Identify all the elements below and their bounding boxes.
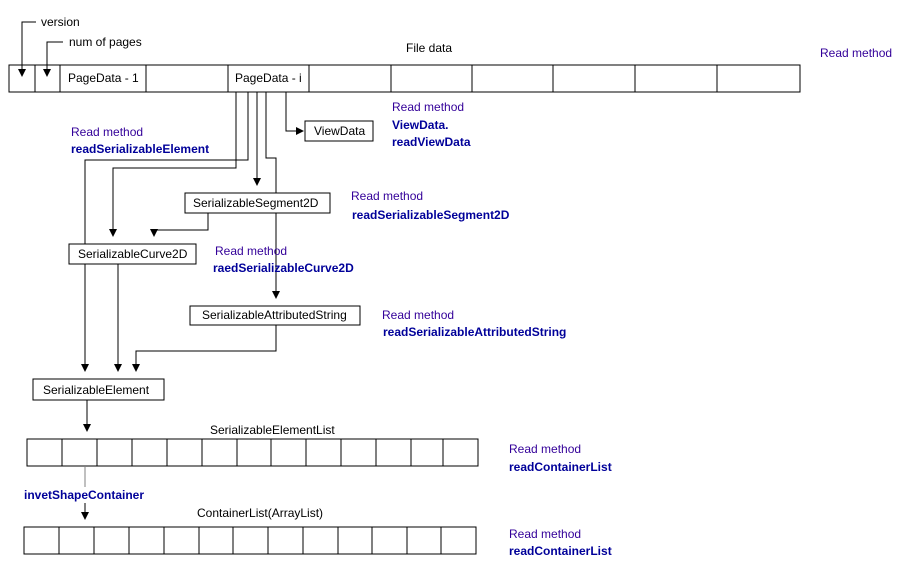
segment2d-read-method: readSerializableSegment2D	[352, 208, 510, 222]
attributed-string-label: SerializableAttributedString	[202, 308, 347, 322]
segment2d-read-method-label: Read method	[351, 189, 423, 203]
view-data-read-method-label: Read method	[392, 100, 464, 114]
element-read-method: readSerializableElement	[71, 142, 209, 156]
container-list-read-method-label: Read method	[509, 527, 581, 541]
version-arrow	[18, 21, 36, 77]
element-list-read-method: readContainerList	[509, 460, 612, 474]
view-data-arrow	[285, 92, 304, 135]
container-list-title: ContainerList(ArrayList)	[197, 506, 323, 520]
element-label: SerializableElement	[43, 383, 150, 397]
page-to-element-arrow	[81, 92, 249, 372]
segment-to-curve-arrow	[150, 213, 209, 237]
file-data-cell	[8, 64, 801, 93]
curve2d-read-method: raedSerializableCurve2D	[213, 261, 354, 275]
segment2d-box	[184, 192, 331, 214]
segment2d-label: SerializableSegment2D	[193, 196, 319, 210]
num-of-pages-arrow	[43, 41, 63, 77]
element-list-title: SerializableElementList	[210, 423, 335, 437]
curve2d-box	[68, 243, 197, 265]
version-label: version	[41, 15, 80, 29]
file-data-title: File data	[406, 41, 452, 55]
element-box	[32, 378, 165, 401]
curve2d-label: SerializableCurve2D	[78, 247, 188, 261]
file-data-read-method-label: Read method	[820, 46, 892, 60]
container-list-read-method: readContainerList	[509, 544, 612, 558]
element-list-read-method-label: Read method	[509, 442, 581, 456]
page-to-curve-arrow	[109, 92, 237, 237]
element-read-method-label: Read method	[71, 125, 143, 139]
view-data-box	[304, 120, 374, 142]
attributed-string-to-element-arrow	[132, 325, 277, 372]
attributed-string-read-method-label: Read method	[382, 308, 454, 322]
page-to-attributed-string-arrow	[265, 92, 280, 299]
view-data-method-line1: ViewData.	[392, 118, 448, 132]
container-list-row	[23, 526, 477, 555]
page-data-i-label: PageData - i	[235, 71, 302, 85]
view-data-method-line2: readViewData	[392, 135, 471, 149]
file-data-row	[8, 64, 801, 93]
attributed-string-box	[189, 305, 361, 326]
curve2d-read-method-label: Read method	[215, 244, 287, 258]
view-data-label: ViewData	[314, 124, 365, 138]
transition-label: invetShapeContainer	[24, 488, 144, 502]
element-list-row	[26, 438, 479, 467]
attributed-string-read-method: readSerializableAttributedString	[383, 325, 566, 339]
num-of-pages-label: num of pages	[69, 35, 142, 49]
page-data-1-label: PageData - 1	[68, 71, 139, 85]
